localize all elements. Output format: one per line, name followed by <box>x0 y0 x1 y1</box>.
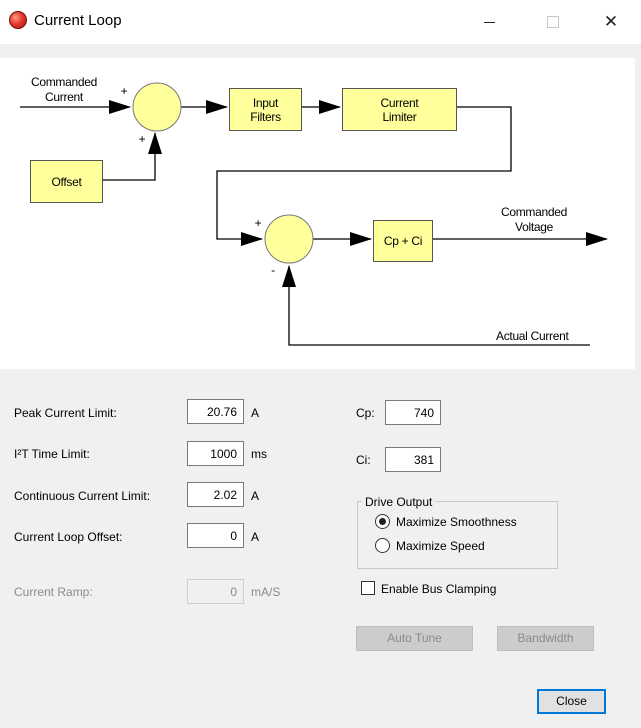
maximize-speed-label[interactable]: Maximize Speed <box>396 539 485 553</box>
continuous-current-limit-input[interactable]: 2.02 <box>187 482 244 507</box>
diagram-wires <box>20 82 608 346</box>
current-loop-offset-unit: A <box>251 530 260 544</box>
drive-output-group <box>357 501 558 569</box>
current-loop-offset-label: Current Loop Offset: <box>14 530 123 544</box>
peak-current-limit-label: Peak Current Limit: <box>14 406 117 420</box>
current-ramp-unit: mA/S <box>251 585 281 599</box>
app-icon <box>9 11 27 29</box>
offset-block: Offset <box>30 160 103 203</box>
sum1-plus-sign: + <box>120 84 128 98</box>
maximize-icon <box>530 0 576 44</box>
i2t-time-limit-input[interactable]: 1000 <box>187 441 244 466</box>
current-loop-offset-input[interactable]: 0 <box>187 523 244 548</box>
actual-current-label: Actual Current <box>496 329 569 343</box>
minimize-icon[interactable] <box>466 0 512 44</box>
maximize-smoothness-radio[interactable] <box>375 514 390 529</box>
continuous-current-limit-label: Continuous Current Limit: <box>14 489 151 503</box>
ci-input[interactable]: 381 <box>385 447 441 472</box>
cp-label: Cp: <box>356 406 375 420</box>
close-icon[interactable] <box>588 0 634 44</box>
close-button[interactable]: Close <box>537 689 606 714</box>
enable-bus-clamping-checkbox[interactable] <box>361 581 375 595</box>
maximize-speed-radio[interactable] <box>375 538 390 553</box>
continuous-current-limit-unit: A <box>251 489 260 503</box>
peak-current-limit-input[interactable]: 20.76 <box>187 399 244 424</box>
maximize-smoothness-label[interactable]: Maximize Smoothness <box>396 515 517 529</box>
ci-label: Ci: <box>356 453 371 467</box>
sum-junction-2 <box>264 214 314 264</box>
cp-ci-block: Cp + Ci <box>373 220 433 262</box>
sum2-minus-sign: - <box>271 263 275 277</box>
i2t-time-limit-unit: ms <box>251 447 267 461</box>
enable-bus-clamping-label[interactable]: Enable Bus Clamping <box>381 582 497 596</box>
bandwidth-button[interactable]: Bandwidth <box>497 626 594 651</box>
sum1-plus-sign-bottom: + <box>138 132 146 146</box>
window-title: Current Loop <box>34 12 122 29</box>
sum-junction-1 <box>132 82 182 132</box>
current-ramp-input: 0 <box>187 579 244 604</box>
sum2-plus-sign: + <box>254 216 262 230</box>
i2t-time-limit-label: I²T Time Limit: <box>14 447 90 461</box>
title-bar: Current Loop <box>0 0 641 44</box>
peak-current-limit-unit: A <box>251 406 260 420</box>
commanded-current-label: Commanded Current <box>30 75 97 104</box>
drive-output-title: Drive Output <box>362 495 436 509</box>
current-ramp-label: Current Ramp: <box>14 585 93 599</box>
cp-input[interactable]: 740 <box>385 400 441 425</box>
auto-tune-button[interactable]: Auto Tune <box>356 626 473 651</box>
commanded-voltage-label: Commanded Voltage <box>500 205 567 234</box>
